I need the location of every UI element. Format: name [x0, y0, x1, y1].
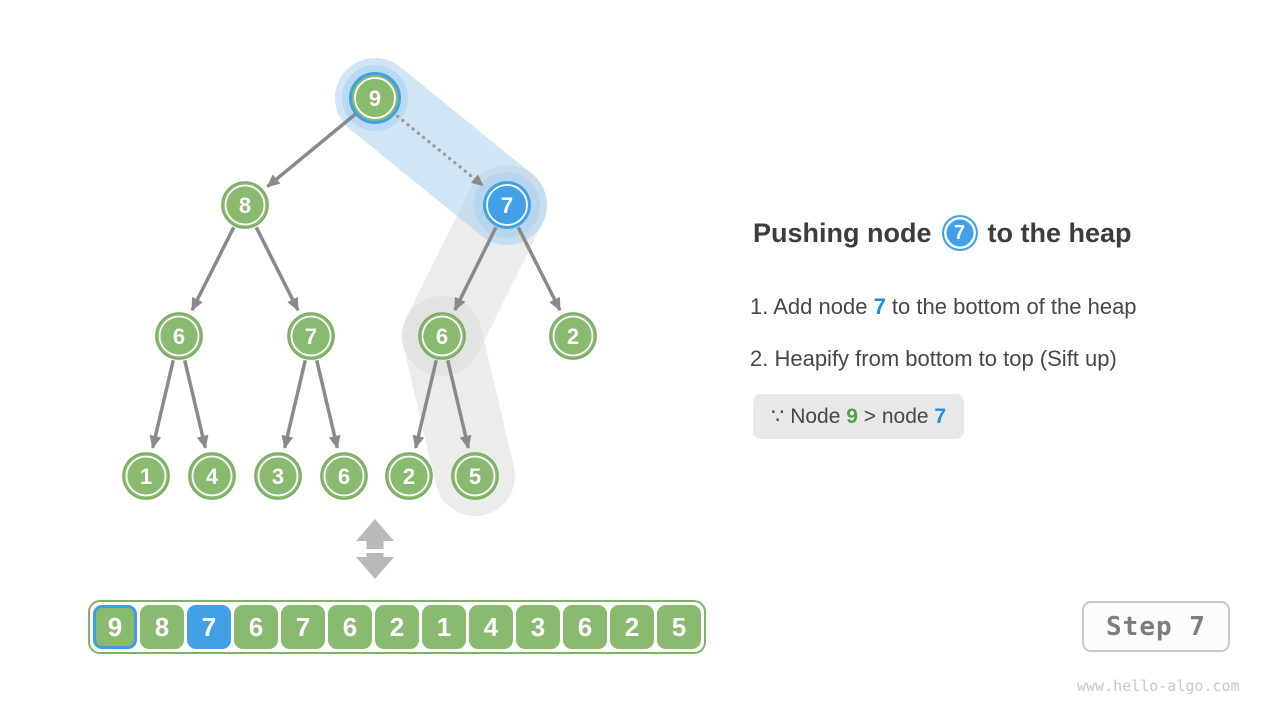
tree-node: 1 — [122, 452, 170, 500]
step-badge-label: Step 7 — [1106, 611, 1206, 642]
watermark-url: www.hello-algo.com — [1077, 677, 1240, 695]
swap-arrow-icon — [356, 519, 394, 579]
tree-edge — [190, 226, 236, 312]
array-cell: 6 — [234, 605, 278, 649]
tree-node: 8 — [221, 181, 269, 229]
text-segment: 2. Heapify from bottom to top (Sift up) — [750, 346, 1117, 371]
tree-node: 3 — [254, 452, 302, 500]
node-value: 1 — [140, 464, 152, 489]
tree-edge — [395, 114, 485, 188]
array-cell: 6 — [563, 605, 607, 649]
title-suffix: to the heap — [987, 217, 1132, 248]
array-cell: 1 — [422, 605, 466, 649]
node-value: 8 — [239, 193, 251, 218]
tree-node: 6 — [418, 312, 466, 360]
text-segment: 7 — [873, 294, 886, 319]
tree-edge — [254, 226, 300, 312]
tree-node: 2 — [549, 312, 597, 360]
inline-node-badge: 7 — [941, 215, 978, 251]
array-cell: 4 — [469, 605, 513, 649]
step-badge[interactable]: Step 7 — [1082, 601, 1230, 652]
node-value: 7 — [501, 193, 513, 218]
tree-node: 6 — [320, 452, 368, 500]
text-segment: ∵ Node — [771, 405, 847, 428]
array-cell: 7 — [187, 605, 231, 649]
tree-node: 9 — [349, 72, 401, 124]
node-value: 3 — [272, 464, 284, 489]
instruction-step-2: 2. Heapify from bottom to top (Sift up) — [750, 346, 1117, 372]
node-value: 4 — [206, 464, 219, 489]
tree-node: 7 — [287, 312, 335, 360]
node-value: 2 — [403, 464, 415, 489]
array-cell: 2 — [375, 605, 419, 649]
node-value: 7 — [305, 324, 317, 349]
tree-edges — [149, 112, 562, 449]
text-segment: 1. Add node — [750, 294, 874, 319]
tree-edge — [149, 359, 175, 449]
figure-title: Pushing node 7 to the heap — [753, 212, 1132, 254]
tree-edge — [183, 359, 209, 449]
tree-edge — [266, 112, 357, 188]
array-cell: 6 — [328, 605, 372, 649]
tree-node: 4 — [188, 452, 236, 500]
array-cell: 7 — [281, 605, 325, 649]
node-value: 9 — [369, 86, 381, 111]
array-cell: 8 — [140, 605, 184, 649]
tree-nodes: 9 8 7 6 7 6 2 1 4 3 6 2 5 — [122, 72, 597, 500]
tree-edge — [453, 226, 498, 311]
tree-node: 6 — [155, 312, 203, 360]
text-segment: 7 — [934, 404, 947, 428]
tree-edge — [446, 359, 472, 449]
tree-node: 7 — [483, 181, 531, 229]
instruction-step-1: 1. Add node 7 to the bottom of the heap — [750, 294, 1137, 320]
node-value: 6 — [173, 324, 185, 349]
node-value: 2 — [567, 324, 579, 349]
comparison-note: ∵ Node 9 > node 7 — [753, 394, 965, 439]
array-cell: 2 — [610, 605, 654, 649]
tree-edge — [315, 359, 341, 449]
tree-node: 5 — [451, 452, 499, 500]
array-cell: 3 — [516, 605, 560, 649]
array-cell: 9 — [93, 605, 137, 649]
tree-edge — [516, 226, 562, 312]
tree-edge — [281, 359, 307, 449]
highlight-capsules — [335, 58, 547, 516]
title-prefix: Pushing node — [753, 217, 932, 248]
node-value: 6 — [338, 464, 350, 489]
text-segment: > node — [857, 404, 935, 428]
tree-node: 2 — [385, 452, 433, 500]
text-segment: to the bottom of the heap — [885, 294, 1137, 319]
node-value: 6 — [436, 324, 448, 349]
array-cell: 5 — [657, 605, 701, 649]
text-segment: 9 — [846, 404, 858, 428]
inline-node-value: 7 — [953, 221, 966, 244]
tree-edge — [412, 359, 438, 449]
node-value: 5 — [469, 464, 481, 489]
